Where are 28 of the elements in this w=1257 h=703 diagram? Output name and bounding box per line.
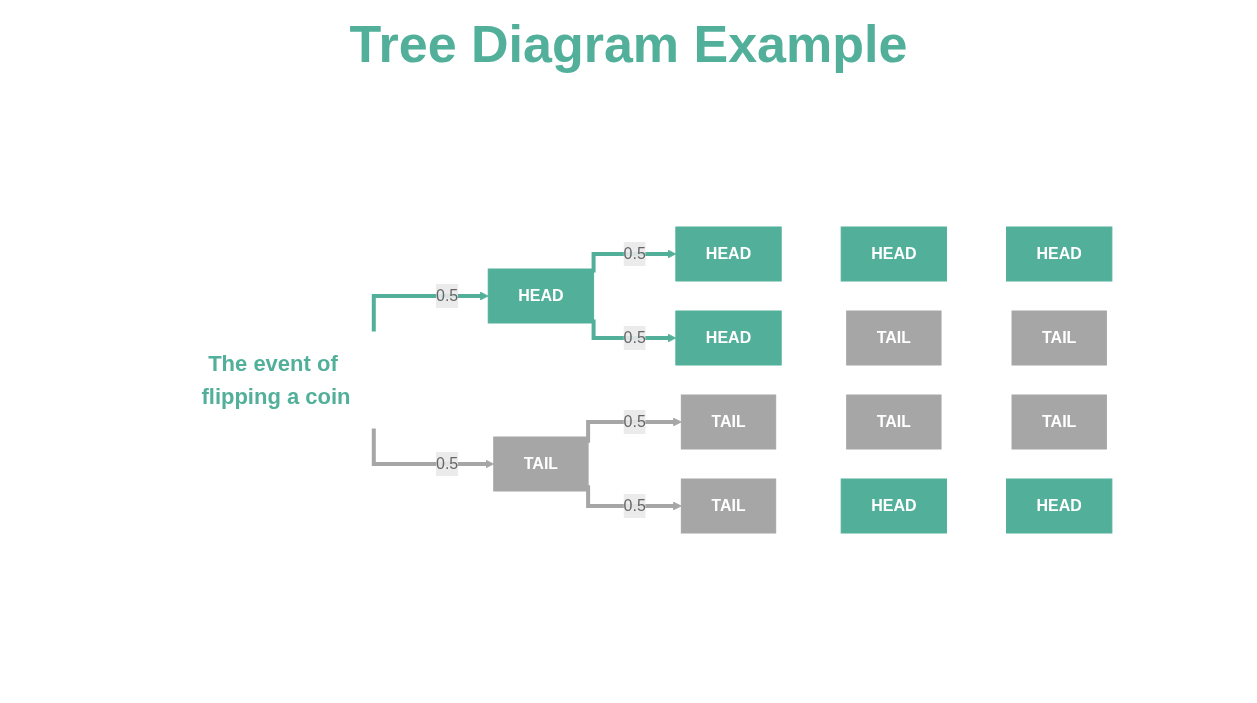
- node-box: TAIL: [1011, 310, 1107, 366]
- node-box: HEAD: [840, 226, 947, 282]
- node-box: HEAD: [487, 268, 594, 324]
- node-box: TAIL: [680, 394, 776, 450]
- arrow: [585, 417, 682, 443]
- node-box: HEAD: [674, 310, 782, 366]
- node-box: TAIL: [1011, 394, 1107, 450]
- arrow: [591, 319, 676, 343]
- arrow: [585, 485, 682, 511]
- arrow: [591, 249, 676, 273]
- node-text: The event of flipping a coin: [201, 351, 351, 409]
- arrow: [371, 428, 494, 469]
- edge-label: 0.5: [623, 245, 646, 262]
- node-box: HEAD: [1005, 478, 1112, 534]
- edge-label: 0.5: [435, 287, 458, 304]
- node-box: TAIL: [680, 478, 776, 534]
- edge-label: 0.5: [623, 413, 646, 430]
- node-box: HEAD: [840, 478, 947, 534]
- arrow: [371, 291, 489, 332]
- node-box: TAIL: [845, 394, 942, 450]
- edge-label: 0.5: [435, 455, 458, 472]
- edge-label: 0.5: [623, 497, 646, 514]
- node-box: HEAD: [1005, 226, 1112, 282]
- node-box: HEAD: [674, 226, 782, 282]
- edge-label: 0.5: [623, 329, 646, 346]
- node-box: TAIL: [492, 436, 589, 492]
- node-box: TAIL: [845, 310, 942, 366]
- title: Tree Diagram Example: [348, 14, 909, 74]
